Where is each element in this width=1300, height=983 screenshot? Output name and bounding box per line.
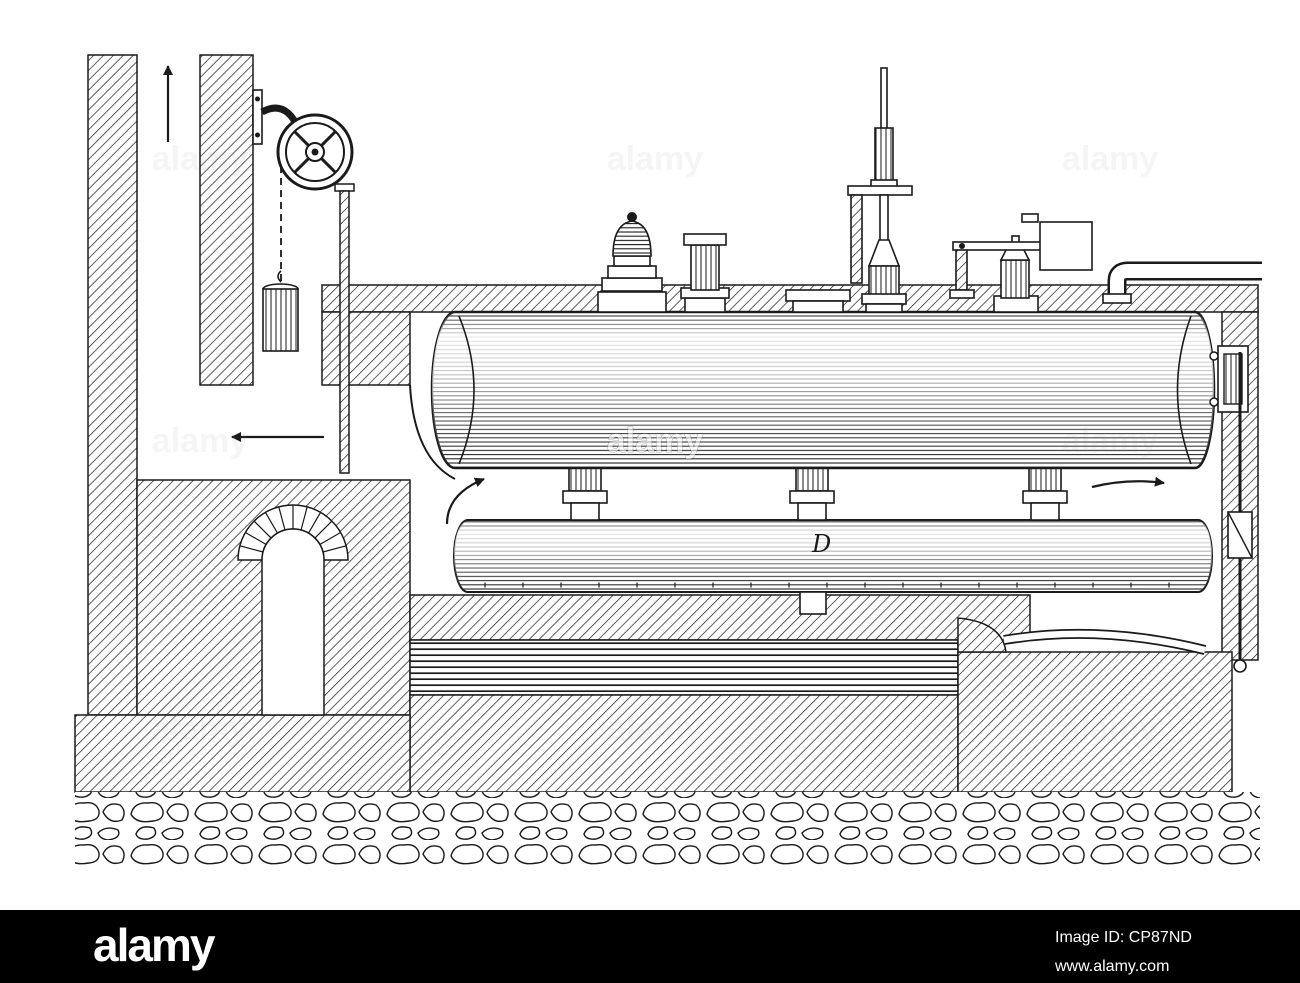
steam-nozzle: [680, 233, 730, 313]
flue-corner-curve: [409, 384, 456, 480]
masonry-left-foundation: [74, 714, 411, 793]
masonry-flue-shoulder: [321, 311, 411, 386]
engraving-canvas: D: [74, 54, 1262, 868]
gauge-tube: [874, 127, 894, 183]
watermark: alamy: [152, 422, 248, 460]
part-label-d: D: [811, 530, 831, 558]
watermark: alamy: [152, 710, 248, 748]
engraving-steam-boiler-setting: D: [74, 54, 1262, 868]
watermark: alamy: [152, 140, 248, 178]
alamy-watermarks: alamy alamy alamy alamy alamy alamy alam…: [152, 140, 1158, 748]
steam-pipe: [1102, 261, 1262, 304]
fulcrum-post: [955, 247, 968, 291]
foundation-rubble: [75, 792, 1260, 868]
gauge-rod-top: [880, 67, 888, 131]
safety-valve-dome: [597, 212, 667, 313]
bracket-mount-plate: [252, 89, 263, 145]
image-id: Image ID: CP87ND: [1055, 929, 1192, 946]
ashpit-opening: [261, 528, 325, 716]
chimney-right-wall: [199, 54, 254, 386]
boiler-drum: [430, 310, 1216, 470]
dome-finial: [627, 212, 637, 222]
chimney-left-wall: [87, 54, 138, 716]
counterweight: [262, 288, 299, 352]
boiler-right-head-seam: [1176, 315, 1192, 465]
masonry-under-tube: [409, 594, 1031, 641]
watermark: alamy: [1062, 422, 1158, 460]
arch-voussoir-lines: [239, 505, 347, 553]
right-wall-fittings: [1003, 345, 1253, 673]
weight-hook: [277, 270, 282, 283]
image-meta: Image ID: CP87ND www.alamy.com: [1055, 923, 1192, 981]
damper-rod: [339, 190, 350, 474]
pipe-flange: [1102, 293, 1132, 304]
flow-arrow-right: [1091, 476, 1165, 489]
manhole-flange: [785, 289, 851, 313]
damper-gear: [252, 89, 355, 474]
watermark: alamy: [1062, 710, 1158, 748]
flow-arrows: [163, 65, 1165, 525]
watermark: alamy: [607, 140, 703, 178]
lever-weight-box: [1039, 221, 1093, 271]
masonry-right-lower-block: [957, 651, 1233, 793]
masonry-brick-courses: [409, 639, 959, 696]
watermark-center: alamy: [607, 422, 703, 460]
watermark: alamy: [1062, 140, 1158, 178]
watermark: alamy: [607, 710, 703, 748]
alamy-bar: alamy Image ID: CP87ND www.alamy.com: [0, 910, 1300, 983]
lower-flue-tube: D: [453, 519, 1213, 615]
lever-safety-valve: [949, 213, 1093, 313]
rod-anchor: [1233, 659, 1247, 673]
alamy-logo: alamy: [93, 919, 215, 971]
tube-drain-fitting: [799, 591, 827, 615]
lever-pivot: [959, 243, 965, 249]
boiler-left-head-seam: [458, 315, 475, 465]
gauge-cone: [867, 239, 901, 267]
gauge-bracket-plate: [850, 194, 863, 284]
valve-body: [1000, 259, 1030, 299]
float-gauge: [847, 67, 913, 313]
flow-arrow-curved: [445, 477, 485, 525]
pulley-spokes: [293, 130, 337, 174]
alamy-url: www.alamy.com: [1055, 958, 1170, 975]
boiler-top-fittings: [597, 67, 1262, 313]
damper-rod-handle: [334, 183, 355, 192]
masonry-quarter-corner: [957, 617, 1007, 653]
gauge-bracket-arm: [847, 185, 913, 196]
ashpit-arch: [237, 504, 349, 716]
